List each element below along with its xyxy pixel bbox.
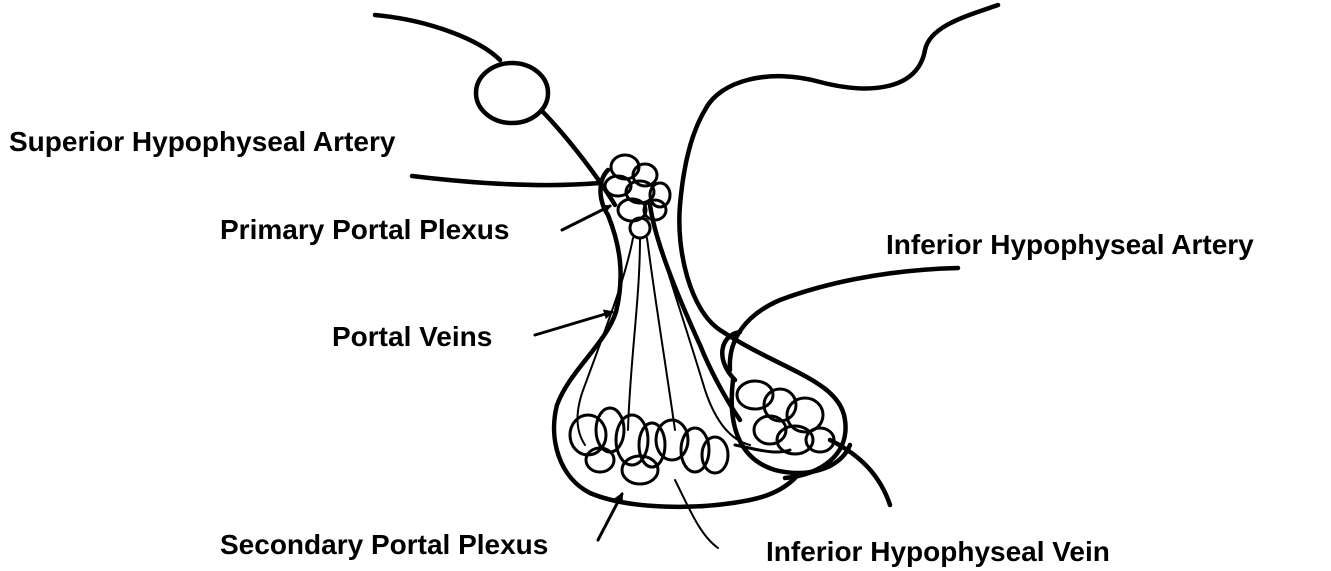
label-secondary-portal-plexus: Secondary Portal Plexus [220, 531, 548, 559]
primary-plexus-loops [605, 155, 670, 238]
posterior-plexus-loops [737, 381, 834, 454]
label-portal-veins: Portal Veins [332, 323, 492, 351]
draining-capillary [675, 480, 718, 548]
superior-artery-vessel [412, 176, 600, 185]
upper-left-vessel [375, 15, 500, 60]
secondary-plexus-loops [570, 408, 790, 484]
descending-vessel [543, 112, 615, 205]
primary-plexus-arrow [562, 206, 610, 230]
ring-structure [476, 63, 548, 123]
label-inferior-hypophyseal-artery: Inferior Hypophyseal Artery [886, 231, 1254, 259]
label-primary-portal-plexus: Primary Portal Plexus [220, 216, 509, 244]
portal-veins-arrow [535, 312, 612, 335]
pituitary-outline-right [650, 205, 740, 420]
label-inferior-hypophyseal-vein: Inferior Hypophyseal Vein [766, 538, 1110, 566]
label-superior-hypophyseal-artery: Superior Hypophyseal Artery [9, 128, 395, 156]
